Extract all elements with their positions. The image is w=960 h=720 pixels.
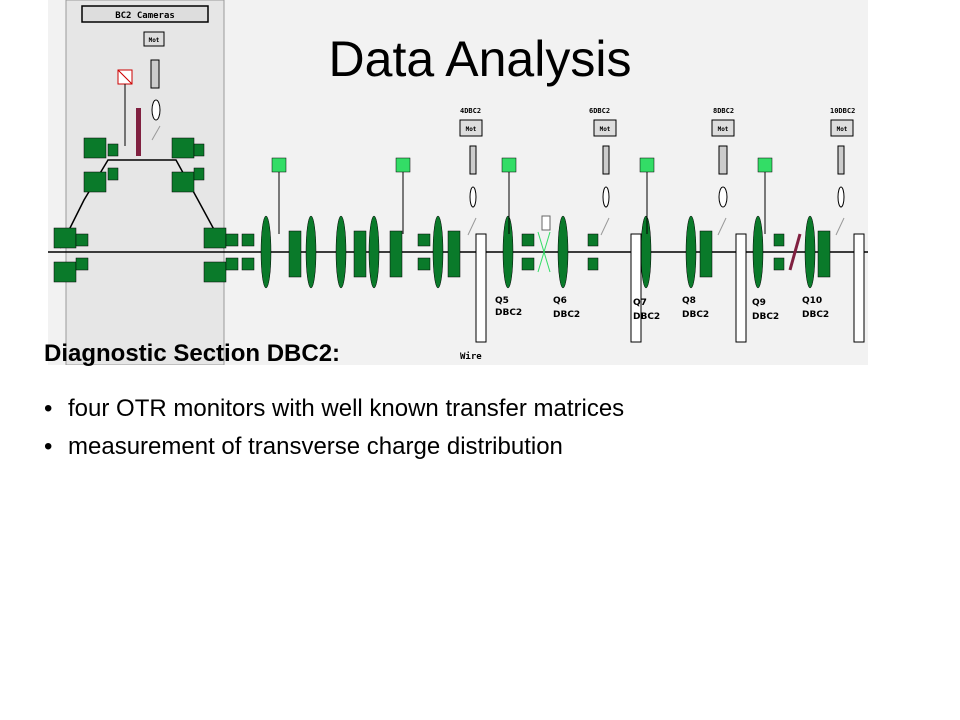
mot-label: Mot [149, 37, 160, 44]
quad-label-q5: Q5 [495, 296, 509, 306]
otr-stations [459, 119, 854, 236]
screen-monitors [271, 157, 773, 173]
beamline-magnets [260, 215, 831, 289]
bullet-list: • four OTR monitors with well known trans… [44, 390, 624, 466]
list-item: • four OTR monitors with well known trans… [44, 390, 624, 428]
quad-label-q7: Q7 [633, 298, 647, 308]
section-heading: Diagnostic Section DBC2: [44, 340, 341, 367]
quad-sublabel-q6: DBC2 [553, 310, 580, 320]
quad-label-q9: Q9 [752, 298, 766, 308]
quad-sublabel-q5: DBC2 [495, 308, 522, 318]
slide-title: Data Analysis [328, 31, 632, 87]
mot-box[interactable] [143, 31, 165, 47]
screen-stations [475, 233, 865, 343]
quad-sublabel-q9: DBC2 [752, 312, 779, 322]
otr-screen [151, 99, 161, 121]
quad-label-q6: Q6 [553, 296, 567, 306]
actuator [150, 59, 160, 89]
quad-sublabel-q7: DBC2 [633, 312, 660, 322]
bullet-icon: • [44, 395, 53, 422]
bullet-icon: • [44, 433, 53, 460]
bc2-cameras-title: BC2 Cameras [115, 11, 175, 21]
chicane-magnets [53, 137, 255, 283]
camera-label-6dbc2: 6DBC2 [589, 107, 610, 115]
bullet-text: measurement of transverse charge distrib… [68, 433, 563, 460]
bc2-cameras-title-box[interactable] [81, 5, 209, 23]
quad-sublabel-q10: DBC2 [802, 310, 829, 320]
list-item: • measurement of transverse charge distri… [44, 428, 624, 466]
quad-sublabel-q8: DBC2 [682, 310, 709, 320]
quad-label-q8: Q8 [682, 296, 696, 306]
quad-label-q10: Q10 [802, 296, 822, 306]
camera-label-10dbc2: 10DBC2 [830, 107, 855, 115]
bullet-text: four OTR monitors with well known transf… [68, 395, 625, 422]
mot-label-10: Mot [837, 126, 848, 133]
mot-label-4: Mot [466, 126, 477, 133]
camera-label-4dbc2: 4DBC2 [460, 107, 481, 115]
wire-label: Wire [460, 351, 482, 362]
mot-label-6: Mot [600, 126, 611, 133]
camera-label-8dbc2: 8DBC2 [713, 107, 734, 115]
beamline-diagram: BC2 Cameras Mot [48, 0, 868, 365]
mot-label-8: Mot [718, 126, 729, 133]
